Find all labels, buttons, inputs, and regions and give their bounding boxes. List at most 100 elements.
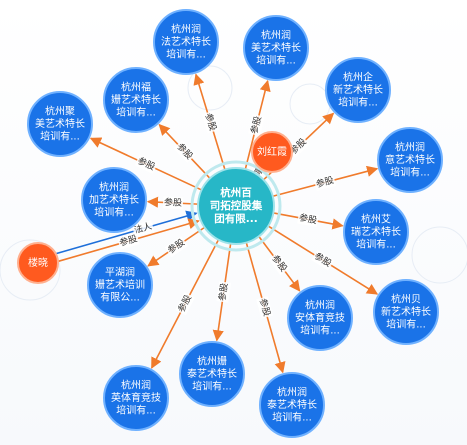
edge-label-background: [256, 296, 274, 319]
node-label-line: 楼晓: [28, 256, 48, 269]
edge-label: 参股: [165, 236, 187, 256]
edge-label-background: [216, 281, 232, 303]
node-label-line: 司拓控股集: [210, 199, 263, 212]
node-label-line: 培训有...: [166, 48, 206, 61]
company-node-circle: [377, 127, 443, 193]
company-node-circle: [81, 167, 147, 233]
node-label-line: 培训有...: [338, 96, 378, 109]
node-label-line: 杭州润: [121, 379, 151, 392]
person-node-circle: [17, 242, 59, 284]
edge-label-background: [175, 292, 196, 316]
node-label-line: 杭州润: [171, 23, 201, 36]
edge-label-background: [297, 211, 319, 228]
node-label-line: 杭州润: [261, 29, 291, 42]
company-node-c4[interactable]: 杭州福姗艺术特长培训有...: [103, 67, 169, 133]
node-label-line: 有限公...: [100, 291, 140, 304]
company-node-c13[interactable]: 杭州润英体育竞技培训有...: [103, 365, 169, 431]
company-node-circle: [103, 67, 169, 133]
company-node-circle: [325, 57, 391, 123]
company-node-circle: [87, 252, 153, 318]
node-label-line: 杭州贝: [391, 293, 421, 306]
company-node-circle: [259, 372, 325, 438]
node-label-line: 杭州福: [121, 81, 151, 94]
edge-label-background: [134, 154, 158, 174]
person-node-circle: [251, 131, 293, 173]
center-node-halo: [190, 160, 282, 252]
node-label-line: 培训有...: [356, 238, 396, 251]
edge-label: 参股: [216, 282, 230, 302]
edge-label: 参股: [312, 250, 334, 270]
company-node-c8[interactable]: 杭州艾瑞艺术特长培训有...: [343, 199, 409, 265]
company-node-c7[interactable]: 杭州润加艺术特长培训有...: [81, 167, 147, 233]
company-node-circle: [27, 91, 93, 157]
person-node-p1[interactable]: 楼晓: [17, 242, 59, 284]
node-label-line: 瑞艺术特长: [351, 226, 401, 238]
node-label-line: 法艺术特长: [161, 35, 211, 48]
center-node-circle: [197, 167, 275, 245]
edge-label: 参股: [203, 112, 220, 133]
company-node-circle: [343, 199, 409, 265]
node-label-line: 杭州润: [395, 141, 425, 154]
node-label-line: 姗艺术培训: [95, 278, 145, 291]
node-label-line: 平湖润: [105, 266, 135, 279]
company-node-c1[interactable]: 杭州润法艺术特长培训有...: [153, 9, 219, 75]
node-label-line: 培训有...: [116, 404, 156, 417]
company-node-c6[interactable]: 杭州润意艺术特长培训有...: [377, 127, 443, 193]
node-label-line: 安体育竞技: [295, 311, 345, 324]
node-label-line: 杭州姗: [197, 355, 227, 368]
edge-label-background: [201, 110, 220, 134]
edge-label-background: [173, 140, 196, 163]
node-label-line: 泰艺术特长: [187, 367, 237, 380]
edge-label-background: [117, 232, 140, 250]
company-node-circle: [103, 365, 169, 431]
company-node-circle: [153, 9, 219, 75]
node-label-line: 加艺术特长: [89, 194, 139, 206]
node-label-line: 培训有...: [256, 54, 296, 67]
edge-label-background: [131, 220, 155, 238]
node-label-line: 培训有...: [40, 130, 80, 143]
company-node-c2[interactable]: 杭州润美艺术特长培训有...: [243, 15, 309, 81]
node-label-line: 培训有...: [94, 206, 134, 219]
person-node-p2[interactable]: 刘红霞: [251, 131, 293, 173]
node-label-line: 杭州企: [343, 71, 373, 84]
edge-label: 参股: [164, 196, 183, 209]
company-node-c9[interactable]: 平湖润姗艺术培训有限公...: [87, 252, 153, 318]
node-label-line: 培训有...: [300, 324, 340, 337]
company-node-circle: [373, 279, 439, 345]
company-node-c10[interactable]: 杭州贝新艺术特长培训有...: [373, 279, 439, 345]
edge-p1-center-legal: [55, 210, 198, 255]
node-label-line: 杭州润: [99, 181, 129, 194]
edge-label-background: [162, 196, 184, 210]
node-label-line: 英体育竞技: [111, 391, 161, 404]
company-node-c11[interactable]: 杭州润安体育竞技培训有...: [287, 285, 353, 351]
edge-label-background: [164, 236, 188, 258]
company-node-circle: [179, 341, 245, 407]
company-node-circle: [287, 285, 353, 351]
node-label-line: 杭州百: [220, 186, 252, 199]
node-label-line: 杭州艾: [361, 213, 391, 226]
edge-label-background: [311, 249, 335, 271]
company-node-c3[interactable]: 杭州企新艺术特长培训有...: [325, 57, 391, 123]
node-label-line: 美艺术特长: [35, 117, 85, 130]
node-label-line: 泰艺术特长: [267, 398, 317, 411]
node-label-line: 培训有...: [116, 106, 156, 119]
edge-label-background: [313, 174, 337, 191]
background-decoration: [0, 65, 467, 301]
company-node-c12[interactable]: 杭州姗泰艺术特长培训有...: [179, 341, 245, 407]
node-label-line: 培训有...: [192, 380, 232, 393]
node-label-line: 意艺术特长: [385, 153, 435, 166]
node-label-line: 团有限...: [214, 212, 257, 225]
company-node-c5[interactable]: 杭州聚美艺术特长培训有...: [27, 91, 93, 157]
node-label-line: 刘红霞: [257, 145, 287, 158]
center-company-node[interactable]: 杭州百司拓控股集团有限...: [190, 160, 282, 252]
company-node-c14[interactable]: 杭州润泰艺术特长培训有...: [259, 372, 325, 438]
node-label-line: 培训有...: [386, 318, 426, 331]
node-label-line: 杭州润: [305, 299, 335, 312]
edge-label: 参股: [257, 297, 273, 318]
node-label-line: 培训有...: [390, 166, 430, 179]
node-label-line: 培训有...: [272, 411, 312, 424]
node-label-line: 新艺术特长: [381, 305, 431, 318]
node-label-line: 杭州聚: [45, 105, 75, 118]
edge-label: 参股: [298, 211, 318, 226]
